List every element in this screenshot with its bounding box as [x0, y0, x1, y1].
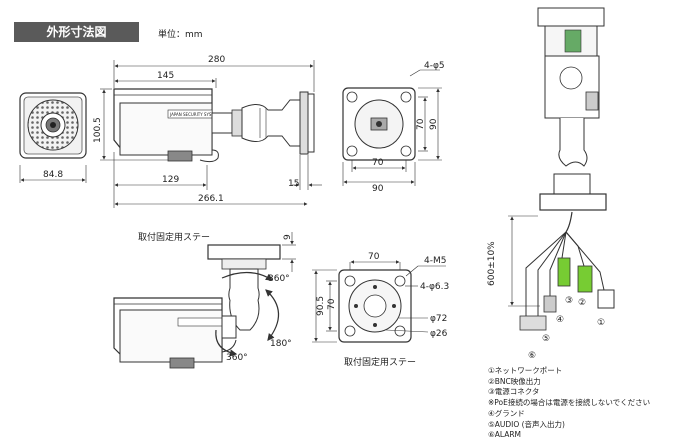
- front-width-label: 84.8: [43, 170, 63, 180]
- bracket-side-view: [113, 244, 281, 369]
- bracket-base-view: [338, 269, 412, 343]
- camera-front-view: [19, 92, 87, 159]
- side-offset-label: 15: [288, 179, 299, 189]
- side-total-width-label: 280: [208, 55, 225, 65]
- legend-item-poe-note: ※PoE接続の場合は電源を接続しないでください: [488, 398, 651, 408]
- legend-item-network: ①ネットワークポート: [488, 366, 563, 375]
- side-body-length-label: 145: [157, 71, 174, 81]
- legend-item-power: ③電源コネクタ: [488, 387, 540, 397]
- legend-item-ground: ④グランド: [488, 408, 525, 418]
- mount-plate-top-view: [342, 87, 416, 161]
- connector-legend: ①ネットワークポート ②BNC映像出力 ③電源コネクタ ※PoE接続の場合は電源…: [488, 366, 650, 441]
- tilt-label: 180°: [270, 339, 292, 349]
- callout-5: ⑤: [542, 334, 550, 344]
- unit-label: 単位：mm: [158, 30, 203, 40]
- mount-height-v-label: 90: [429, 118, 439, 130]
- callout-3: ③: [565, 296, 573, 306]
- mount-holes-label: 4-φ5: [424, 61, 445, 71]
- camera-side-view: JAPAN SECURITY SYSTEM: [113, 88, 315, 163]
- base-inner-dia-label: φ72: [430, 314, 447, 324]
- callout-1: ①: [597, 318, 605, 328]
- base-pitch-top-label: 70: [368, 252, 380, 262]
- page-title: 外形寸法図: [14, 22, 139, 42]
- base-hole-dia-label: φ26: [430, 329, 448, 339]
- side-height-label: 100.5: [93, 117, 103, 143]
- legend-item-alarm: ⑥ALARM: [488, 430, 522, 440]
- base-caption: 取付固定用ステー: [344, 356, 416, 368]
- base-pitch-v-label: 70: [327, 298, 337, 310]
- mount-width-h-label: 90: [372, 184, 384, 194]
- side-lower-length-label: 129: [162, 175, 179, 185]
- base-screws-label: 4-M5: [424, 256, 446, 266]
- legend-item-bnc: ②BNC映像出力: [488, 376, 541, 386]
- base-height-v-label: 90.5: [316, 296, 326, 316]
- bracket-caption: 取付固定用ステー: [138, 231, 210, 243]
- mount-pitch-h-label: 70: [372, 158, 384, 168]
- side-brand-label: JAPAN SECURITY SYSTEM: [169, 112, 220, 117]
- camera-rear-cable-view: [519, 7, 615, 331]
- callout-2: ②: [578, 298, 586, 308]
- callout-6: ⑥: [528, 351, 536, 361]
- side-overall-label: 266.1: [198, 194, 224, 204]
- callout-4: ④: [556, 315, 564, 325]
- bracket-thickness-label: 9: [283, 234, 293, 240]
- rotation-top-label: 360°: [268, 274, 290, 284]
- rotation-bottom-label: 360°: [226, 353, 248, 363]
- base-holes-label: 4-φ6.3: [420, 282, 449, 292]
- mount-pitch-v-label: 70: [416, 118, 426, 130]
- cable-length-label: 600±10%: [487, 241, 497, 286]
- legend-item-audio: ⑤AUDIO (音声入出力): [488, 419, 565, 429]
